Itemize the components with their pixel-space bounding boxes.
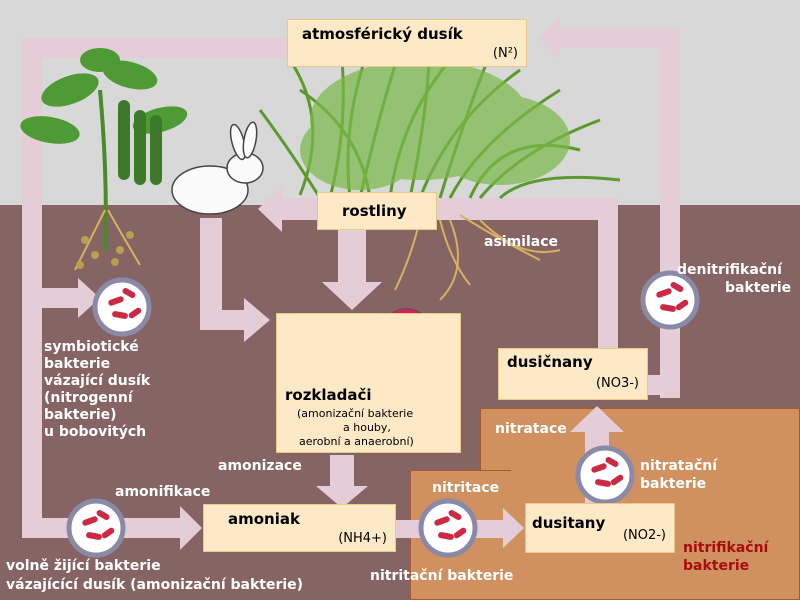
arrow-to-nitrate — [570, 406, 624, 432]
bacteria-denitrifying-icon — [640, 270, 700, 330]
amonizace-label: amonizace — [218, 458, 302, 474]
amonifikace-label: amonifikace — [115, 484, 211, 500]
node-nitrite: dusitany (NO2-) — [525, 503, 675, 553]
denitrifying-label-1: denitrifikační — [677, 262, 782, 278]
node-decomposers: rozkladači (amonizační bakterie a houby,… — [276, 313, 461, 453]
nitrate-formula: (NO3-) — [595, 376, 639, 391]
nitrating-label-1: nitratační — [640, 458, 718, 474]
atmos-title: atmosférický dusík — [302, 25, 463, 43]
left-loop-arrow — [22, 38, 42, 538]
nitritace-label: nitritace — [432, 480, 500, 496]
ammonia-title: amoniak — [228, 510, 300, 528]
decomposers-title: rozkladači — [285, 386, 372, 404]
nitrifying-label-2: bakterie — [683, 558, 750, 574]
free-living-label-2: vázajícící dusík (amonizační bakterie) — [6, 577, 304, 593]
node-ammonia: amoniak (NH4+) — [203, 504, 396, 552]
asimilace-label: asimilace — [484, 234, 559, 250]
bacteria-symbiotic-icon — [92, 277, 152, 337]
node-plants: rostliny — [317, 192, 437, 230]
arrow-to-atmos — [538, 16, 560, 60]
bacteria-icons — [66, 270, 700, 558]
decomposers-note-2: a houby, — [343, 421, 391, 434]
bean-plant-icon — [20, 48, 188, 271]
bacteria-free-living-icon — [66, 498, 126, 558]
bacteria-nitrating-icon — [575, 445, 635, 505]
top-left-bar — [22, 38, 292, 58]
arrow-to-decomposers — [322, 282, 382, 310]
nitrating-label-2: bakterie — [640, 476, 707, 492]
free-living-label-1: volně žijící bakterie — [6, 558, 161, 574]
arrow-assimilation — [258, 186, 282, 232]
nitrite-formula: (NO2-) — [622, 528, 666, 543]
nitrifying-label-1: nitrifikační — [683, 540, 769, 556]
plants-title: rostliny — [342, 202, 407, 220]
bacteria-nitriting-icon — [418, 498, 478, 558]
nitriting-label: nitritační bakterie — [370, 568, 514, 584]
nitrate-title: dusičnany — [507, 353, 593, 371]
symbiotic-bacteria-label: symbiotické bakterie vázající dusík (nit… — [44, 339, 151, 440]
arrow-to-nitrite — [503, 508, 524, 548]
nitratace-label: nitratace — [495, 421, 567, 437]
arrow-to-ammonia — [180, 506, 202, 550]
node-nitrate: dusičnany (NO3-) — [498, 348, 648, 400]
node-atmospheric-nitrogen: atmosférický dusík (N²) — [287, 19, 527, 67]
ammonia-formula: (NH4+) — [338, 531, 387, 546]
denitrifying-label-2: bakterie — [725, 280, 792, 296]
arrow-to-ammonia-down — [316, 486, 368, 508]
rabbit-icon — [171, 121, 264, 215]
nitrite-title: dusitany — [532, 514, 606, 532]
decomposers-note-1: (amonizační bakterie — [297, 407, 414, 420]
right-loop-arrow — [660, 28, 680, 398]
decomposers-note-3: aerobní a anaerobní) — [299, 435, 414, 448]
atmos-formula: (N²) — [492, 46, 518, 61]
